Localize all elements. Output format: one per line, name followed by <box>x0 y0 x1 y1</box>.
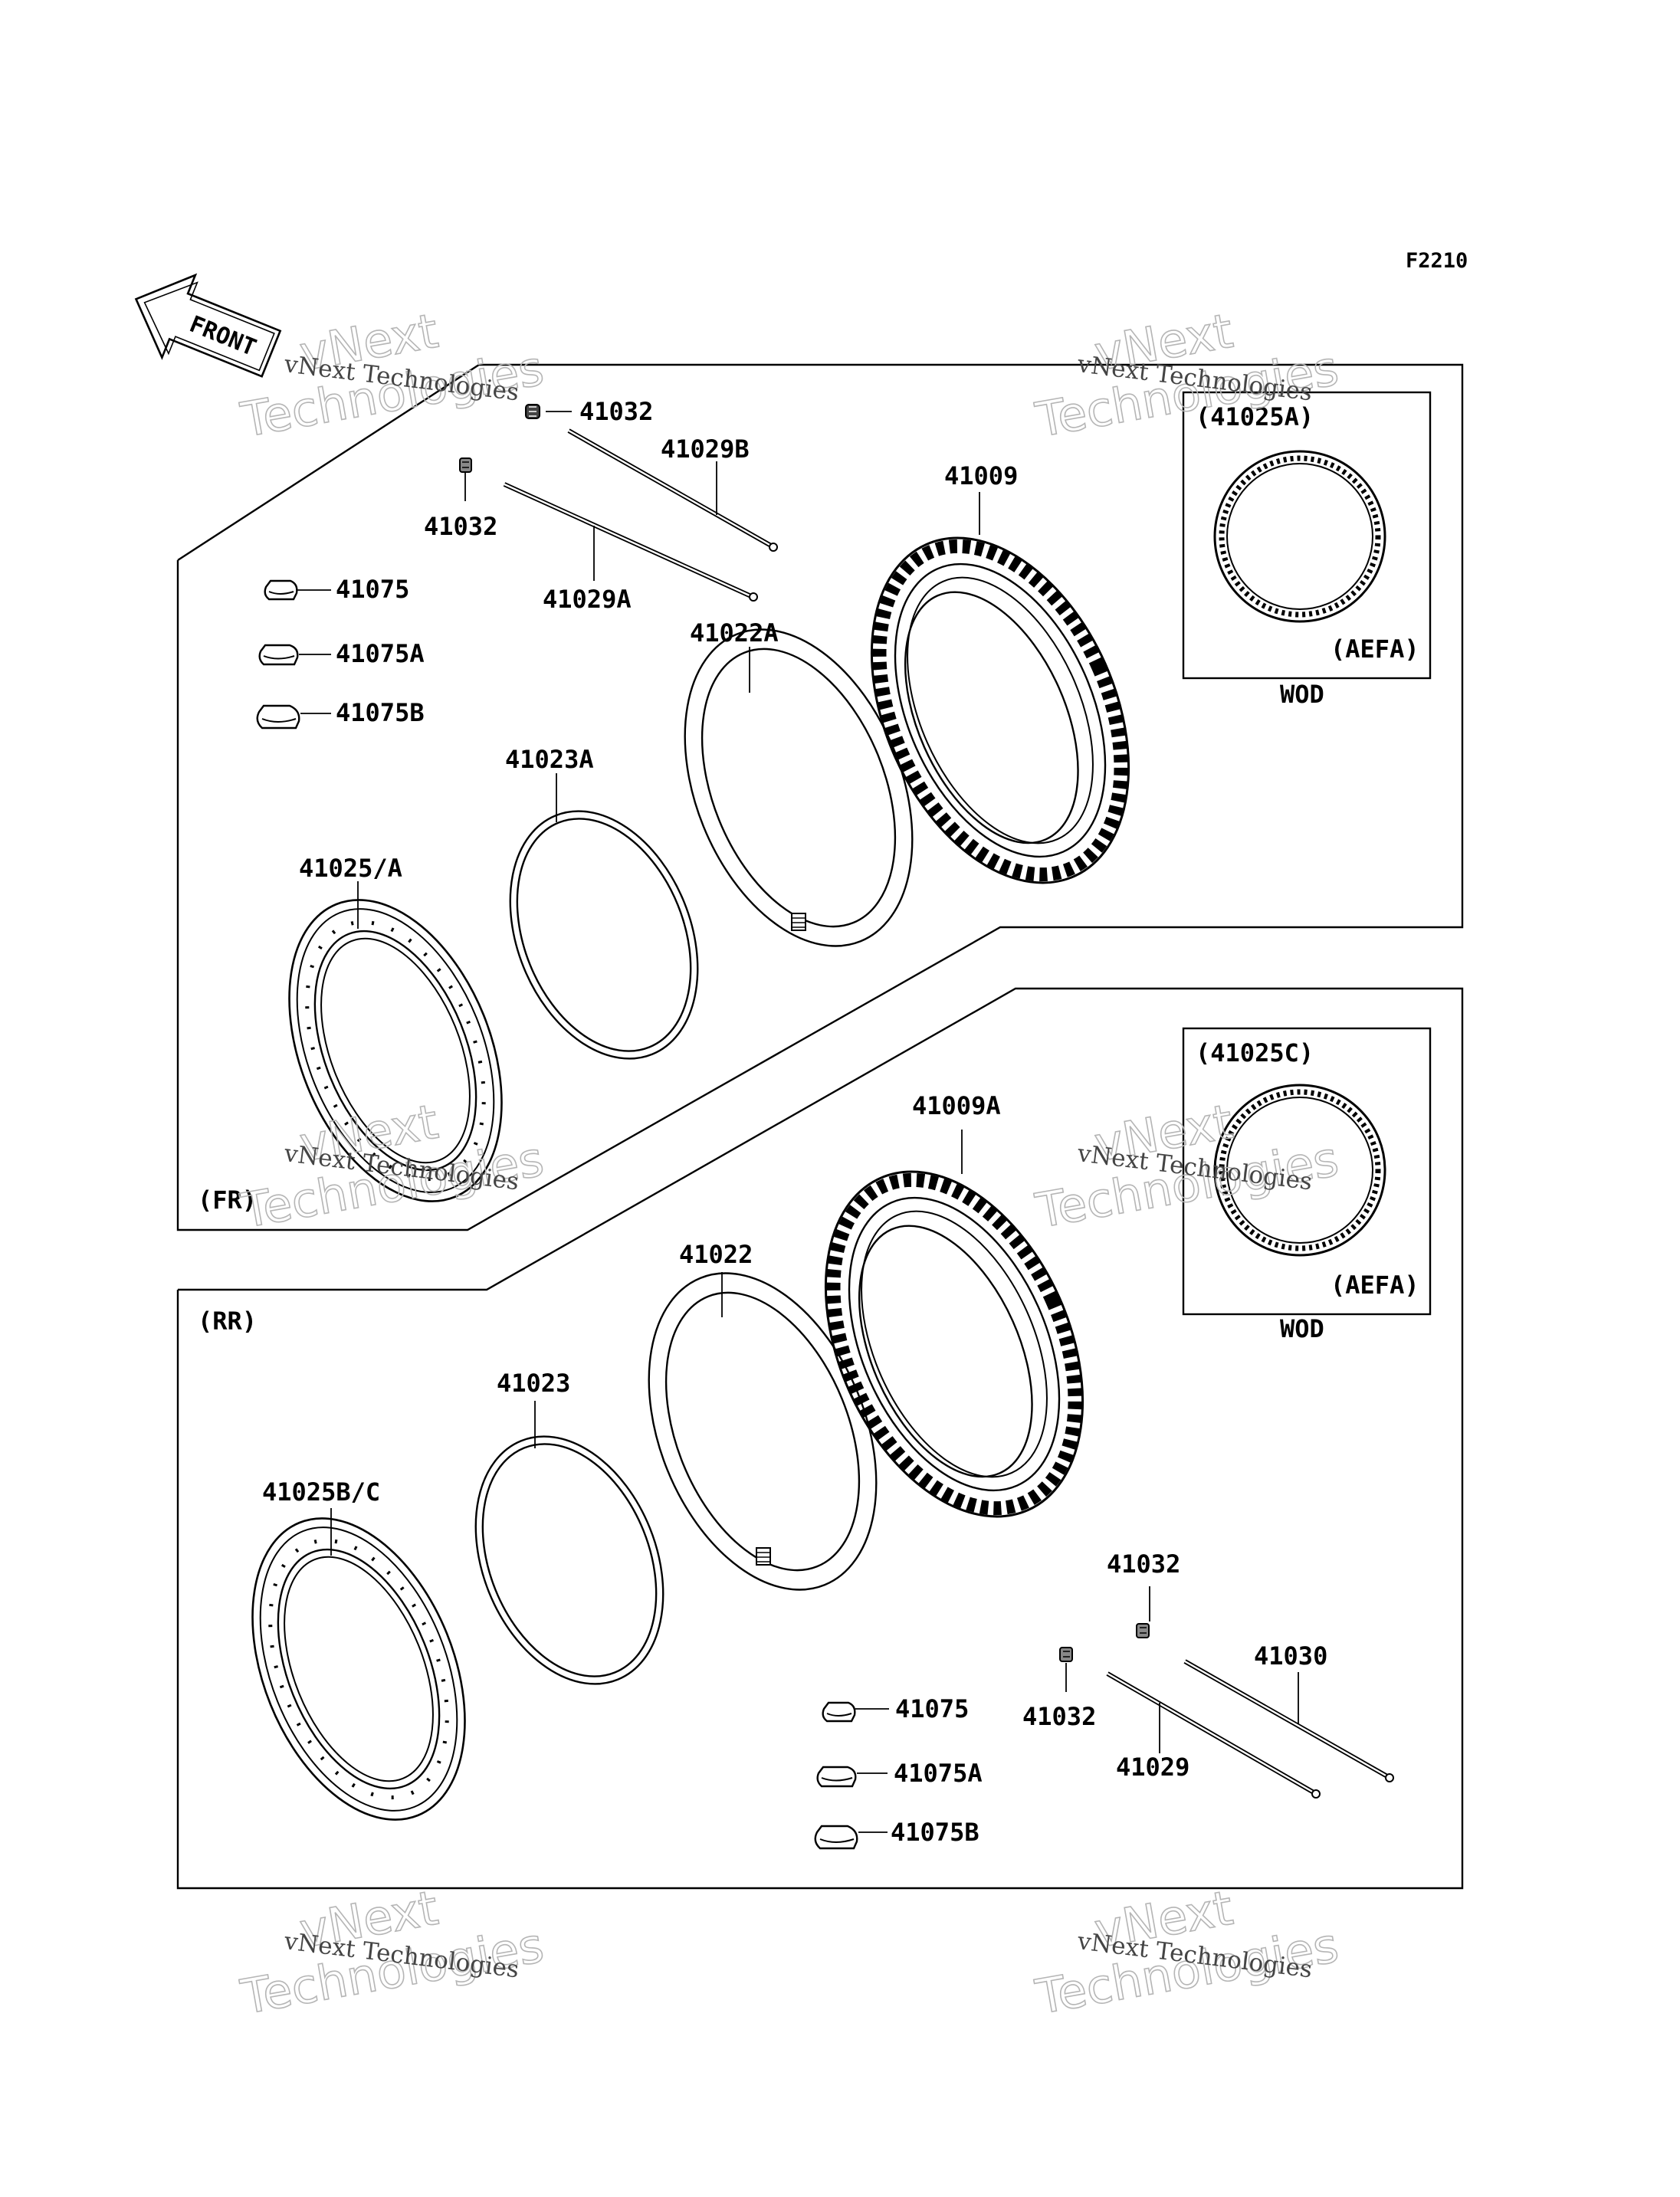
front-balancer-a-icon <box>258 644 299 666</box>
rear-inset-ring <box>1213 1084 1386 1257</box>
rear-balancer-label: 41075 <box>895 1694 969 1723</box>
rear-spoke-long-label: 41030 <box>1254 1641 1327 1671</box>
front-tire-label: 41009 <box>944 461 1018 490</box>
front-balancer-label: 41075 <box>336 575 409 604</box>
rear-balancer-a-label: 41075A <box>894 1759 983 1788</box>
front-inset-caption: WOD <box>1280 680 1324 709</box>
front-valve-cap-lower-icon <box>459 457 472 473</box>
rear-rim-band-label: 41023 <box>497 1369 570 1398</box>
rear-inset-box <box>1182 1027 1432 1316</box>
front-tire-icon <box>870 536 1130 884</box>
front-balancer-b-icon <box>256 704 300 730</box>
rear-spoke-long-icon <box>1183 1659 1394 1782</box>
rear-rim-label: 41025B/C <box>262 1477 380 1507</box>
front-section-frame <box>176 363 1464 1231</box>
front-rim-icon <box>288 899 503 1202</box>
front-inset-box <box>1182 391 1432 680</box>
rear-valve-cap-upper-label: 41032 <box>1107 1549 1180 1579</box>
rear-valve-cap-lower-label: 41032 <box>1022 1702 1096 1731</box>
figure-code: F2210 <box>1406 249 1468 273</box>
rear-section-frame <box>176 987 1464 1890</box>
front-inset-part: (41025A) <box>1196 402 1314 431</box>
rear-rim-icon <box>251 1517 466 1821</box>
front-valve-cap-upper-icon <box>525 404 540 419</box>
front-spoke-b-icon <box>567 428 778 552</box>
front-rim-band-label: 41023A <box>505 745 594 774</box>
front-spoke-b-label: 41029B <box>661 434 750 464</box>
front-balancer-b-label: 41075B <box>336 698 425 727</box>
front-tube-label: 41022A <box>690 618 779 648</box>
front-valve-cap-lower-label: 41032 <box>424 512 497 541</box>
rear-valve-cap-lower-icon <box>1059 1647 1073 1662</box>
rear-section-tag: (RR) <box>198 1307 257 1336</box>
rear-tube-icon <box>648 1272 878 1591</box>
rear-inset-code: (AEFA) <box>1331 1271 1419 1300</box>
rear-tube-valve-icon <box>756 1547 771 1566</box>
front-spoke-a-label: 41029A <box>543 585 632 614</box>
rear-tube-label: 41022 <box>679 1240 753 1269</box>
rear-balancer-b-icon <box>814 1825 858 1850</box>
front-rim-label: 41025/A <box>299 854 402 883</box>
rear-spoke-label: 41029 <box>1116 1753 1189 1782</box>
rear-valve-cap-upper-icon <box>1136 1623 1150 1638</box>
front-valve-cap-upper-label: 41032 <box>579 397 653 426</box>
front-balancer-icon <box>264 579 298 601</box>
front-inset-code: (AEFA) <box>1331 635 1419 664</box>
rear-balancer-icon <box>822 1701 856 1723</box>
rear-spoke-icon <box>1106 1671 1321 1799</box>
rear-inset-caption: WOD <box>1280 1314 1324 1343</box>
front-tube-valve-icon <box>791 913 806 931</box>
rear-rim-band-icon <box>474 1435 664 1685</box>
rear-tire-label: 41009A <box>912 1091 1001 1120</box>
front-section-tag: (FR) <box>198 1185 257 1215</box>
front-arrow-icon: FRONT <box>134 273 282 378</box>
front-spoke-a-icon <box>503 482 758 602</box>
rear-balancer-b-label: 41075B <box>891 1818 979 1847</box>
front-tube-icon <box>684 628 914 947</box>
front-rim-band-icon <box>509 810 699 1060</box>
rear-balancer-a-icon <box>816 1766 857 1788</box>
rear-inset-part: (41025C) <box>1196 1038 1314 1067</box>
front-inset-ring <box>1213 450 1386 623</box>
front-balancer-a-label: 41075A <box>336 639 425 668</box>
